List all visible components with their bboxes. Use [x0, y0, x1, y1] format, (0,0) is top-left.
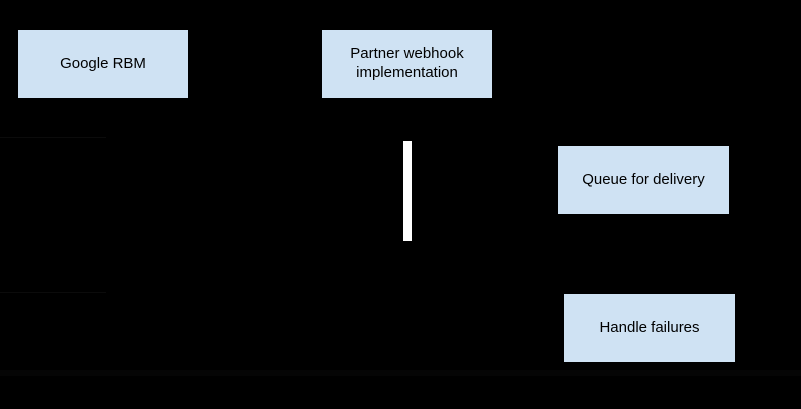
node-queue-for-delivery[interactable]: Queue for delivery	[558, 146, 729, 214]
node-google-rbm[interactable]: Google RBM	[18, 30, 188, 98]
node-google-rbm-label: Google RBM	[60, 54, 146, 72]
vertical-connector-line	[403, 141, 412, 241]
faint-band-bottom	[0, 370, 801, 376]
faint-rule-lower	[0, 292, 106, 293]
node-handle-failures[interactable]: Handle failures	[564, 294, 735, 362]
node-queue-for-delivery-label: Queue for delivery	[582, 170, 705, 188]
node-partner-webhook-implementation[interactable]: Partner webhook implementation	[322, 30, 492, 98]
node-handle-failures-label: Handle failures	[599, 318, 700, 336]
faint-rule-upper	[0, 137, 106, 138]
node-partner-webhook-implementation-label: Partner webhook implementation	[350, 45, 464, 81]
